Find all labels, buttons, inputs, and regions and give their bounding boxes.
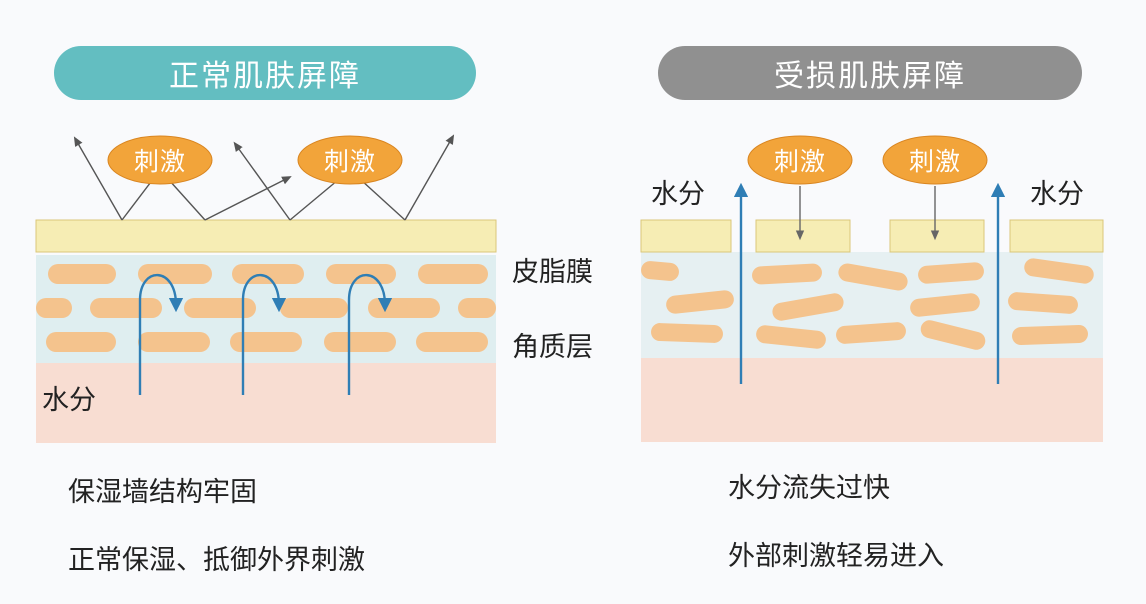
- corneum-cell: [918, 262, 984, 284]
- corneum-cell: [1012, 324, 1088, 346]
- water-curl-arrow: [241, 273, 287, 395]
- normal-skin-panel: [35, 134, 497, 443]
- corneum-cell: [46, 332, 116, 352]
- stimulus-reflected-arrow: [404, 134, 455, 221]
- corneum-cell: [641, 261, 679, 281]
- corneum-cell: [280, 298, 348, 318]
- stimulus-ellipse: [882, 135, 988, 185]
- corneum-cell: [666, 290, 734, 314]
- corneum-cell: [416, 332, 488, 352]
- corneum-cell: [368, 298, 440, 318]
- water-curl-arrow: [347, 273, 393, 395]
- sebum-fragment: [640, 219, 732, 253]
- stimulus-ellipse: [107, 135, 213, 185]
- normal-dermis: [36, 363, 496, 443]
- water-label: 水分: [1030, 179, 1084, 210]
- corneum-cell: [138, 264, 212, 284]
- corneum-cell: [184, 298, 256, 318]
- damaged-skin-panel: [640, 135, 1104, 442]
- damaged-sebum-fragments: [640, 219, 1104, 253]
- corneum-cell: [772, 293, 844, 321]
- corneum-cell: [138, 332, 210, 352]
- stimulus-reflected-arrow: [73, 136, 123, 221]
- retained-water-arrows: [138, 273, 393, 395]
- stimulus-ellipse: [297, 135, 403, 185]
- normal-caption-line-1: 保湿墙结构牢固: [68, 477, 257, 508]
- corneum-cell: [836, 322, 906, 344]
- corneum-cell: [458, 298, 496, 318]
- entering-stimulus-arrows: [795, 186, 940, 241]
- corneum-cell: [230, 332, 302, 352]
- water-label: 水分: [651, 179, 705, 210]
- stimulus-label: 刺激: [133, 147, 187, 176]
- corneum-cell: [651, 323, 723, 343]
- escaping-water-arrows: [733, 182, 1006, 384]
- stimulus-label: 刺激: [908, 147, 962, 176]
- sebum-fragment: [889, 219, 985, 253]
- normal-barrier-title: 正常肌肤屏障: [54, 46, 476, 100]
- stimulus-reflected-arrow: [204, 176, 292, 221]
- damaged-barrier-title: 受损肌肤屏障: [658, 46, 1082, 100]
- normal-sebum-layer: [35, 219, 497, 253]
- stimulus-reflected-arrow: [233, 141, 291, 221]
- corneum-cell: [1008, 292, 1078, 314]
- corneum-cell: [838, 263, 908, 291]
- stimulus-label: 刺激: [773, 147, 827, 176]
- stimulus-label: 刺激: [323, 147, 377, 176]
- normal-caption-line-2: 正常保湿、抵御外界刺激: [68, 545, 365, 576]
- stratum-corneum-label: 角质层: [512, 332, 593, 363]
- damaged-caption-line-2: 外部刺激轻易进入: [728, 541, 944, 572]
- corneum-cell: [90, 298, 162, 318]
- corneum-cell: [920, 320, 986, 350]
- corneum-cell: [324, 332, 396, 352]
- normal-corneum-cells: [36, 264, 496, 352]
- sebum-fragment: [755, 219, 851, 253]
- corneum-cell: [232, 264, 304, 284]
- corneum-cell: [752, 263, 822, 285]
- corneum-cell: [1024, 258, 1094, 284]
- damaged-caption-line-1: 水分流失过快: [728, 473, 890, 504]
- sebum-membrane-label: 皮脂膜: [512, 257, 593, 288]
- water-curl-arrow: [138, 273, 184, 395]
- sebum-fragment: [1009, 219, 1104, 253]
- corneum-cell: [418, 264, 488, 284]
- corneum-cell: [910, 293, 980, 317]
- corneum-cell: [36, 298, 72, 318]
- water-label: 水分: [42, 385, 96, 416]
- stimulus-ellipse: [747, 135, 853, 185]
- damaged-dermis: [641, 358, 1103, 442]
- corneum-cell: [326, 264, 396, 284]
- corneum-cell: [48, 264, 116, 284]
- corneum-cell: [756, 325, 826, 349]
- damaged-corneum-cells: [641, 258, 1094, 350]
